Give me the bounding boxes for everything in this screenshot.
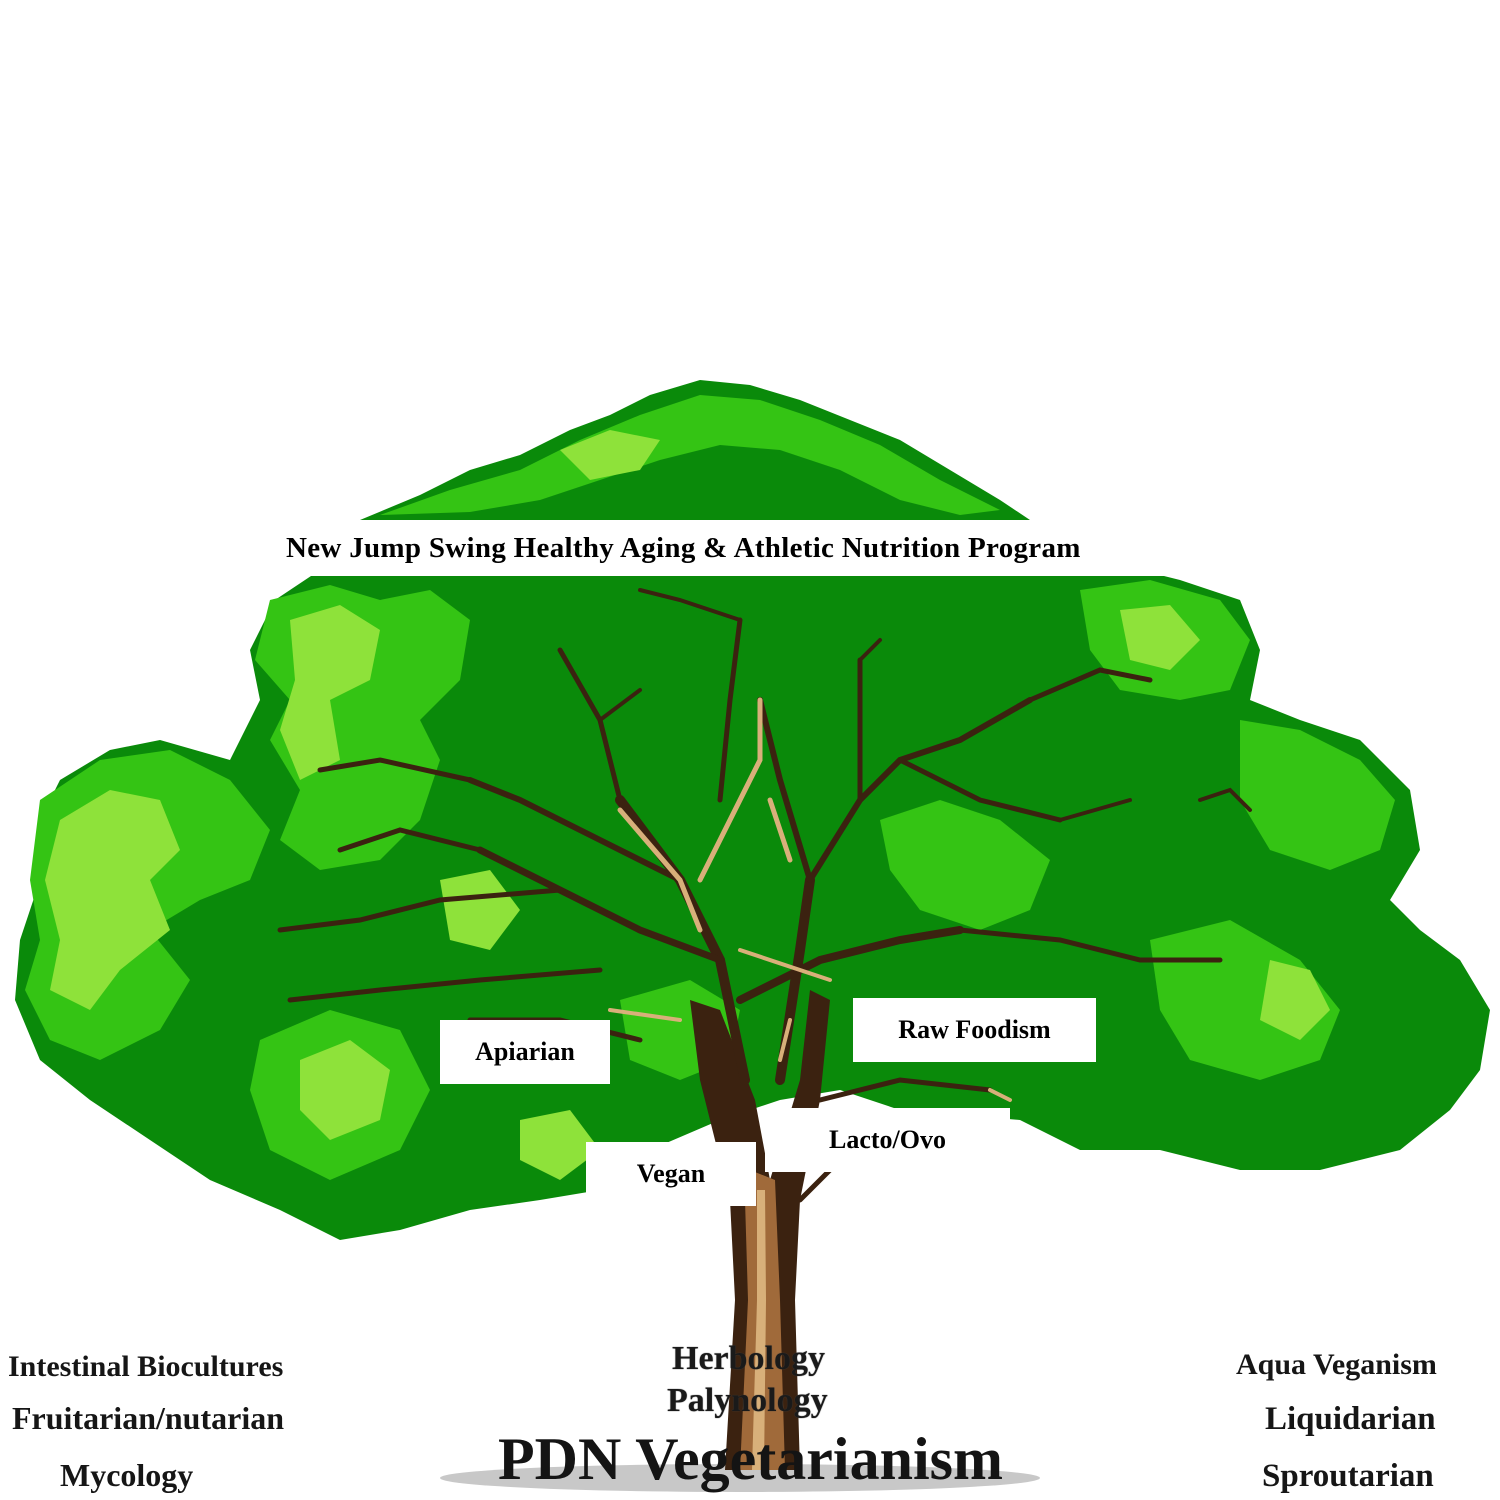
- branch-label-lacto-ovo: Lacto/Ovo: [765, 1108, 1010, 1172]
- root-label-palynology: Palynology: [667, 1382, 828, 1419]
- branches: [277, 588, 1252, 1203]
- root-label-aqua-veganism: Aqua Veganism: [1236, 1348, 1437, 1381]
- branch-label-apiarian: Apiarian: [440, 1020, 610, 1084]
- root-label-liquidarian: Liquidarian: [1265, 1401, 1436, 1437]
- root-label-intestinal-biocultures: Intestinal Biocultures: [8, 1350, 284, 1383]
- branch-highlights: [608, 697, 1012, 1102]
- branch-label-lacto-ovo-text: Lacto/Ovo: [829, 1125, 946, 1154]
- program-banner-text: New Jump Swing Healthy Aging & Athletic …: [286, 531, 1081, 564]
- root-label-sproutarian: Sproutarian: [1262, 1458, 1434, 1494]
- program-banner: New Jump Swing Healthy Aging & Athletic …: [270, 520, 1240, 576]
- root-title: PDN Vegetarianism: [498, 1426, 1003, 1492]
- branch-label-vegan-text: Vegan: [636, 1159, 706, 1188]
- root-label-herbology: Herbology: [672, 1340, 825, 1377]
- branch-label-vegan: Vegan: [586, 1142, 756, 1206]
- branch-label-raw-foodism-text: Raw Foodism: [898, 1015, 1051, 1044]
- canopy: [15, 380, 1490, 1240]
- root-label-fruitarian-nutarian: Fruitarian/nutarian: [12, 1400, 285, 1436]
- ground-shadow: [440, 1464, 1040, 1492]
- root-label-mycology: Mycology: [60, 1457, 194, 1493]
- branch-label-apiarian-text: Apiarian: [475, 1037, 575, 1066]
- branch-label-raw-foodism: Raw Foodism: [853, 998, 1096, 1062]
